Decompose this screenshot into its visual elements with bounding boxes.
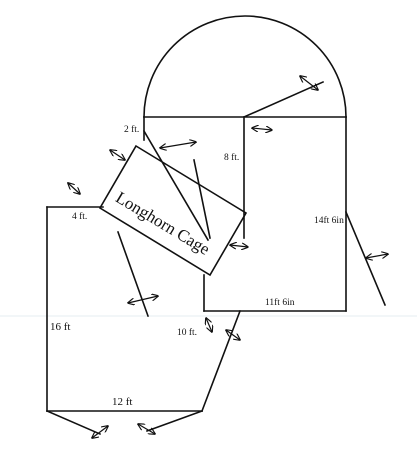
label-11ft-6in: 11ft 6in — [265, 297, 295, 308]
longhorn-cage: Longhorn Cage — [98, 144, 248, 277]
left-room-inner-diagonal — [116, 230, 150, 318]
left-room-wall-diagonal — [200, 309, 242, 413]
semicircle-wall — [143, 15, 347, 118]
left-room-diagonal-bottom-2 — [145, 409, 204, 433]
exterior-diagonal — [344, 210, 387, 307]
center-diagonal-1 — [142, 129, 210, 242]
label-16-ft: 16 ft — [50, 321, 70, 333]
semicircle-diagonal — [242, 80, 325, 119]
left-room-diagonal-bottom — [45, 409, 102, 436]
label-2-ft: 2 ft. — [124, 124, 139, 135]
label-12-ft: 12 ft — [112, 396, 132, 408]
label-10-ft: 10 ft. — [177, 327, 197, 338]
center-diagonal-2 — [193, 159, 211, 239]
label-4-ft: 4 ft. — [72, 211, 87, 222]
double-headed-arrow-icon — [68, 76, 388, 438]
label-14ft-6in: 14ft 6in — [314, 215, 344, 226]
label-8-ft: 8 ft. — [224, 152, 239, 163]
